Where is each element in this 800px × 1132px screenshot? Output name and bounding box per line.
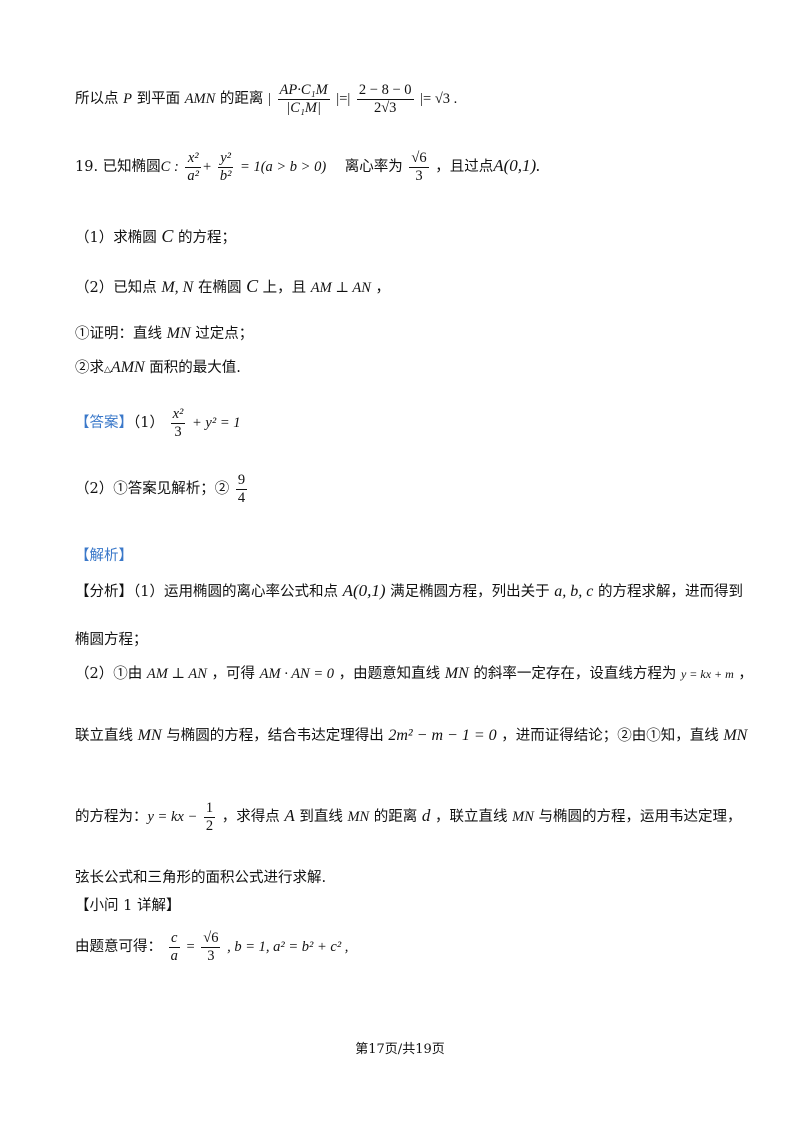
- analysis-line-4: 联立直线 MN 与椭圆的方程，结合韦达定理得出 2m² − m − 1 = 0 …: [75, 727, 748, 744]
- analysis-line-6: 弦长公式和三角形的面积公式进行求解.: [75, 870, 327, 886]
- analysis-line-1: 【分析】（1）运用椭圆的离心率公式和点 A(0,1) 满足椭圆方程，列出关于 a…: [75, 581, 743, 600]
- part-2: （2）已知点 M, N 在椭圆 C 上，且 AM ⊥ AN ，: [75, 276, 390, 296]
- analysis-line-2: 椭圆方程；: [75, 632, 148, 648]
- distance-fraction: AP·C₁M|C₁M|: [277, 82, 330, 116]
- page-footer: 第17页/共19页: [355, 1042, 445, 1057]
- sub-question-1: ①证明：直线 MN 过定点；: [75, 325, 254, 342]
- analysis-line-3: （2）①由 AM ⊥ AN ，可得 AM · AN = 0 ，由题意知直线 MN…: [75, 665, 753, 682]
- sub-question-2: ②求△AMN 面积的最大值.: [75, 359, 241, 376]
- distance-line: 所以点 P 到平面 AMN 的距离 | AP·C₁M|C₁M| |=| 2 − …: [75, 82, 458, 116]
- point-p: P: [123, 91, 132, 108]
- jiexi-label: 【解析】: [75, 548, 133, 564]
- part-1: （1）求椭圆 C 的方程；: [75, 226, 236, 246]
- answer-label: 【答案】: [75, 415, 133, 432]
- plane-amn: AMN: [184, 91, 216, 108]
- small-question-1-label: 【小问 1 详解】: [75, 898, 181, 914]
